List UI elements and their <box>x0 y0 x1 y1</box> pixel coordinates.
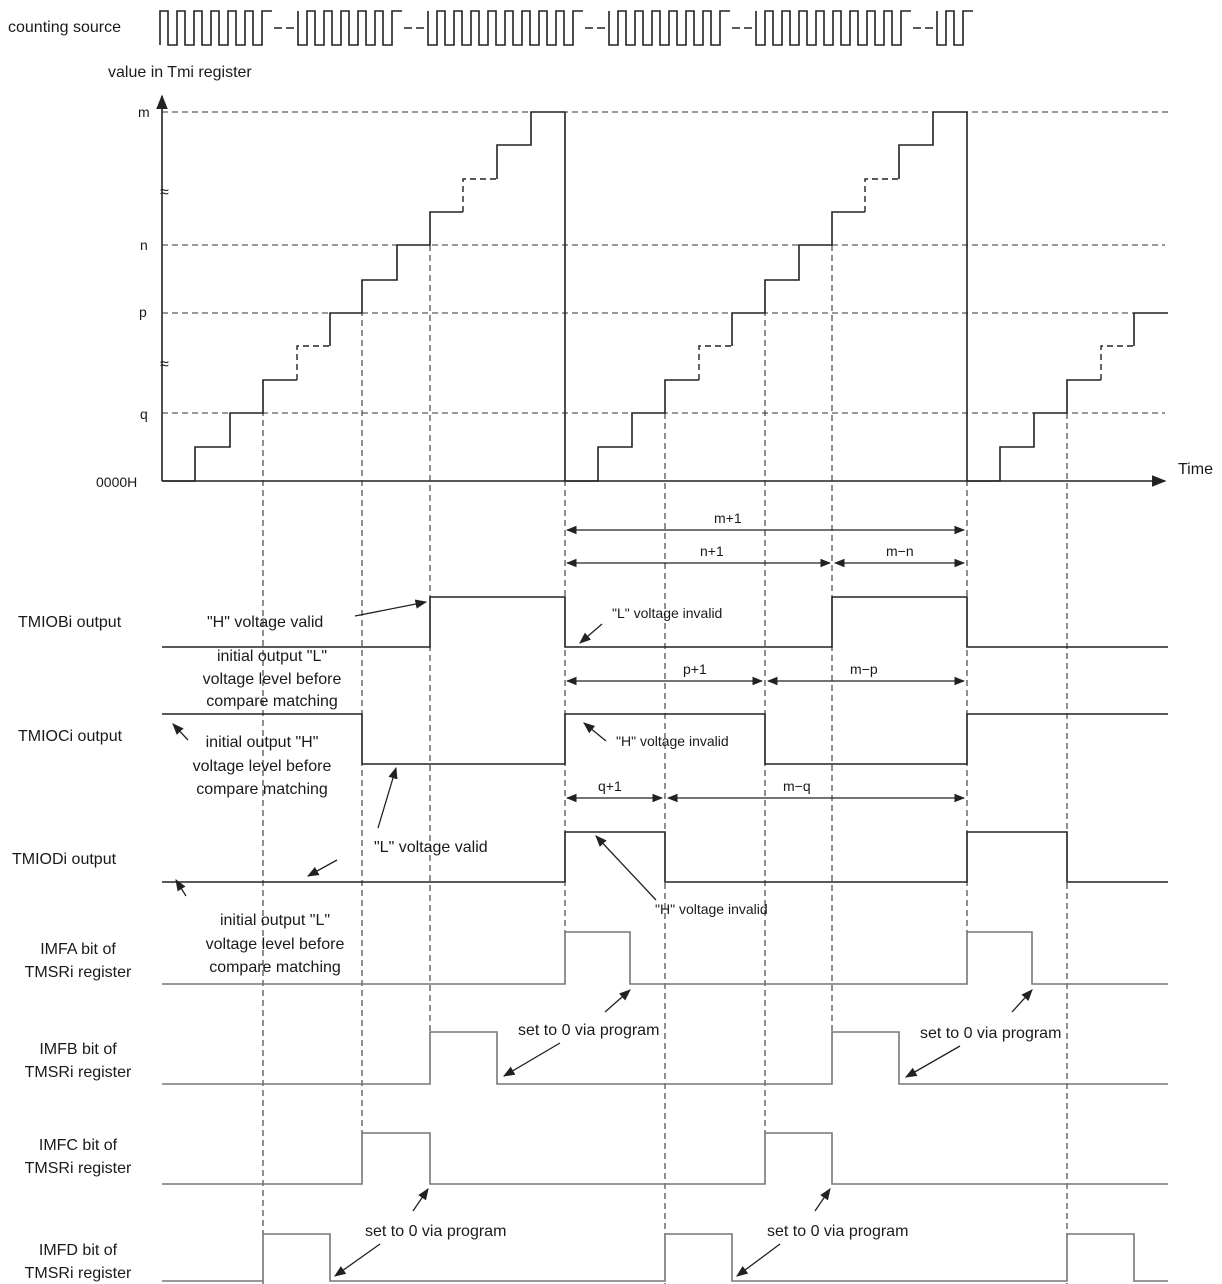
svg-text:voltage level before: voltage level before <box>203 671 342 688</box>
counter-staircase <box>162 111 1168 482</box>
h-invalid-c-pointer-arrow <box>583 722 607 742</box>
initial-h-note-c: initial output "H" voltage level before … <box>193 734 332 798</box>
interval-q-plus-1-label: q+1 <box>598 778 622 794</box>
imfa-clear-arrow-1 <box>604 989 631 1013</box>
h-voltage-invalid-note-d: "H" voltage invalid <box>655 901 768 917</box>
imfb-clear-arrow-1 <box>502 1042 561 1077</box>
imfd-clear-arrow-2 <box>736 1243 781 1277</box>
imfd-label-line1: IMFD bit of <box>39 1242 118 1259</box>
svg-text:voltage level before: voltage level before <box>206 936 345 953</box>
set-to-0-note-2: set to 0 via program <box>920 1025 1061 1042</box>
imfc-clear-arrow-2 <box>814 1188 831 1212</box>
svg-text:initial output "H": initial output "H" <box>206 734 319 751</box>
imfb-label-line2: TMSRi register <box>25 1064 132 1081</box>
initial-l-note-b: initial output "L" voltage level before … <box>203 648 342 710</box>
tmiobi-label: TMIOBi output <box>18 614 122 631</box>
svg-text:voltage level before: voltage level before <box>193 758 332 775</box>
interval-p-plus-1-label: p+1 <box>683 661 707 677</box>
tmioci-label: TMIOCi output <box>18 728 123 745</box>
tmiobi-waveform <box>162 596 1168 648</box>
svg-text:compare matching: compare matching <box>209 959 341 976</box>
imfc-waveform <box>162 1132 1168 1185</box>
l-voltage-invalid-note: "L" voltage invalid <box>612 605 722 621</box>
imfa-waveform <box>162 931 1168 985</box>
svg-text:compare matching: compare matching <box>196 781 328 798</box>
level-zero-label: 0000H <box>96 474 137 490</box>
l-valid-pointer-arrow-d <box>306 859 338 877</box>
svg-text:initial output "L": initial output "L" <box>217 648 327 665</box>
axis-break-lower: ≈ <box>160 356 169 373</box>
imfb-clear-arrow-2 <box>904 1045 961 1078</box>
tmiodi-waveform <box>162 831 1168 883</box>
init-l-d-pointer-arrow <box>175 879 187 897</box>
imfa-label-line2: TMSRi register <box>25 964 132 981</box>
l-valid-pointer-arrow-c <box>377 766 398 829</box>
imfb-waveform <box>162 1031 1168 1085</box>
time-axis-label: Time <box>1178 461 1213 478</box>
imfa-clear-arrow-2 <box>1011 989 1033 1013</box>
h-voltage-invalid-note-c: "H" voltage invalid <box>616 733 729 749</box>
axis-break-upper: ≈ <box>160 184 169 201</box>
counting-source-label: counting source <box>8 19 121 36</box>
l-voltage-valid-note: "L" voltage valid <box>374 839 488 856</box>
svg-text:initial output "L": initial output "L" <box>220 912 330 929</box>
level-q-label: q <box>140 406 148 422</box>
imfa-label-line1: IMFA bit of <box>40 941 116 958</box>
h-valid-pointer-arrow <box>354 599 428 617</box>
init-h-pointer-arrow <box>172 723 189 741</box>
interval-m-plus-1-label: m+1 <box>714 510 742 526</box>
level-n-label: n <box>140 237 148 253</box>
set-to-0-note-4: set to 0 via program <box>767 1223 908 1240</box>
tmiodi-label: TMIODi output <box>12 851 117 868</box>
imfc-clear-arrow-1 <box>412 1188 429 1212</box>
h-invalid-d-pointer-arrow <box>595 835 657 901</box>
level-m-label: m <box>138 104 150 120</box>
interval-dimensions <box>565 525 966 803</box>
imfc-label-line1: IMFC bit of <box>39 1137 118 1154</box>
l-invalid-pointer-arrow <box>579 623 603 644</box>
interval-m-minus-n-label: m−n <box>886 543 914 559</box>
set-to-0-note-3: set to 0 via program <box>365 1223 506 1240</box>
imfd-label-line2: TMSRi register <box>25 1265 132 1282</box>
set-to-0-note-1: set to 0 via program <box>518 1022 659 1039</box>
interval-n-plus-1-label: n+1 <box>700 543 724 559</box>
imfd-clear-arrow-1 <box>334 1243 381 1277</box>
tmioci-waveform <box>162 713 1168 765</box>
imfd-waveform <box>162 1233 1168 1282</box>
initial-l-note-d: initial output "L" voltage level before … <box>206 912 345 976</box>
y-axis-label: value in Tmi register <box>108 64 252 81</box>
imfc-label-line2: TMSRi register <box>25 1160 132 1177</box>
h-voltage-valid-note: "H" voltage valid <box>207 614 323 631</box>
imfb-label-line1: IMFB bit of <box>39 1041 117 1058</box>
interval-m-minus-p-label: m−p <box>850 661 878 677</box>
counting-source-waveform <box>159 10 973 46</box>
level-p-label: p <box>139 304 147 320</box>
interval-m-minus-q-label: m−q <box>783 778 811 794</box>
svg-text:compare matching: compare matching <box>206 693 338 710</box>
